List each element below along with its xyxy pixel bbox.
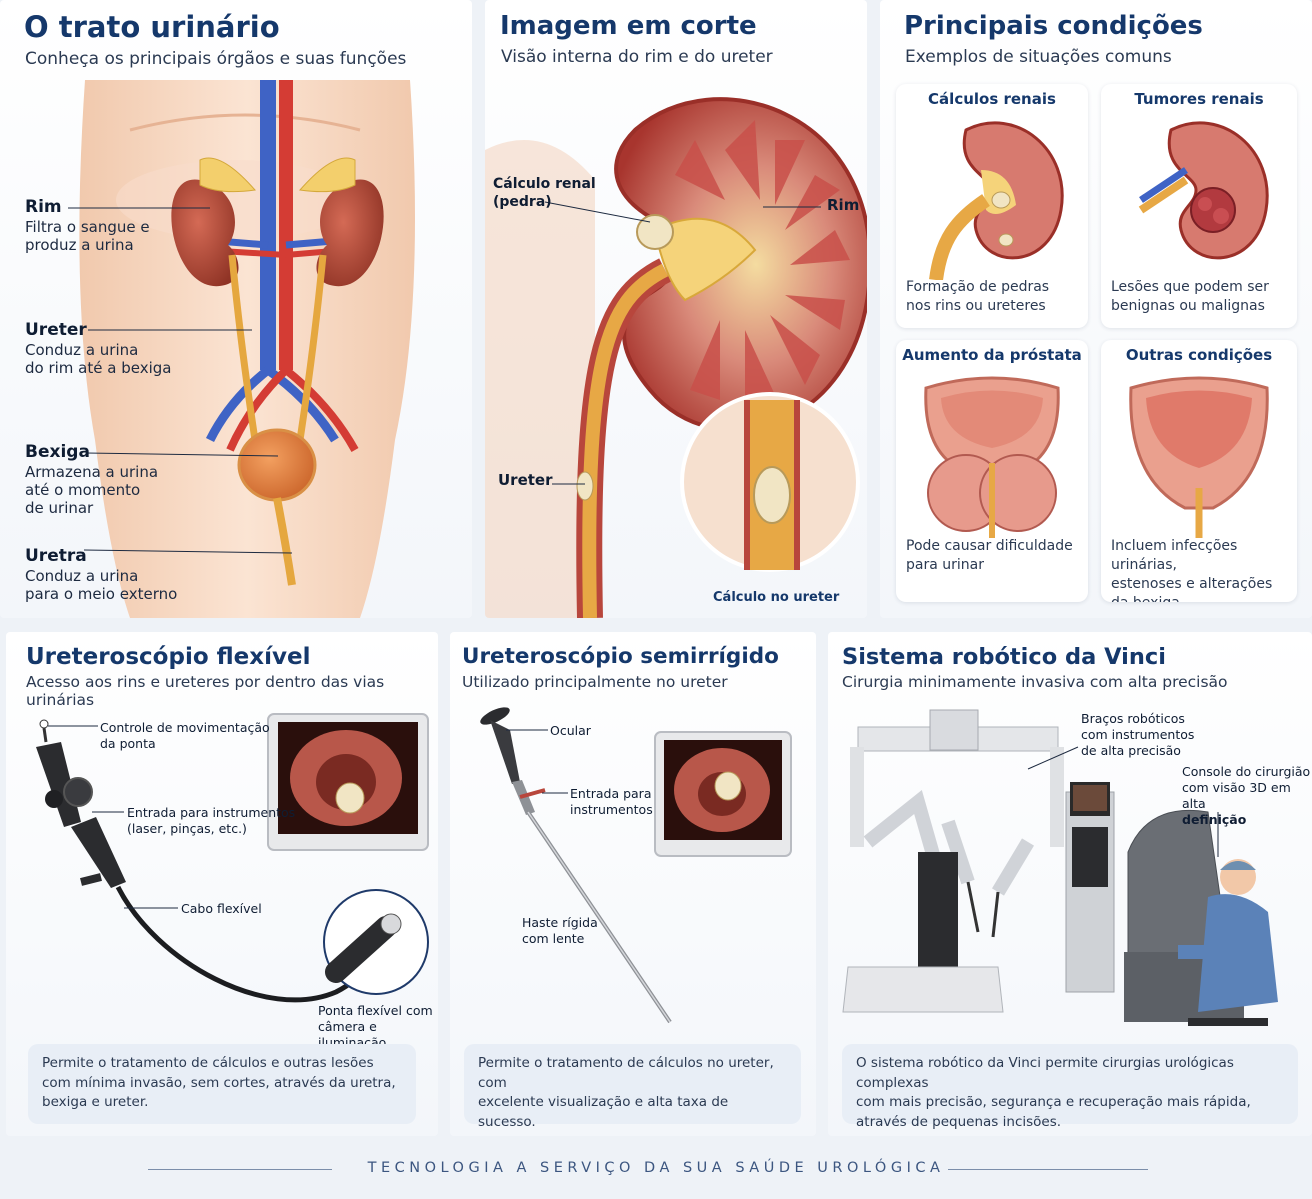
label-rim-desc: Filtra o sangue e produz a urina bbox=[25, 218, 150, 254]
panel2-title: Imagem em corte bbox=[500, 11, 757, 41]
label-console-bold: definição bbox=[1182, 812, 1247, 827]
panel-main-conditions: Principais condições Exemplos de situaçõ… bbox=[880, 0, 1312, 618]
panel-urinary-tract: O trato urinário Conheça os principais ó… bbox=[0, 0, 472, 618]
footer-tagline: TECNOLOGIA A SERVIÇO DA SUA SAÚDE UROLÓG… bbox=[367, 1160, 945, 1176]
semirigid-ureteroscope-illustration bbox=[480, 707, 792, 1024]
label-entrada-instrumentos: Entrada para instrumentos (laser, pinças… bbox=[127, 805, 296, 836]
panel3-subtitle: Exemplos de situações comuns bbox=[905, 47, 1172, 67]
label-bexiga-name: Bexiga bbox=[25, 442, 90, 462]
panel5-note: Permite o tratamento de cálculos no uret… bbox=[464, 1044, 801, 1130]
panel-cross-section: Imagem em corte Visão interna do rim e d… bbox=[485, 0, 867, 618]
label-controle-movimentacao: Controle de movimentação da ponta bbox=[100, 720, 270, 751]
label-ocular: Ocular bbox=[550, 723, 591, 738]
label-uretra-desc: Conduz a urina para o meio externo bbox=[25, 567, 178, 603]
panel-flexible-ureteroscope: Ureteroscópio flexível Acesso aos rins e… bbox=[6, 632, 438, 1136]
card-calculos-renais-desc: Formação de pedras nos rins ou ureteres bbox=[906, 279, 1050, 314]
panel4-subtitle: Acesso aos rins e ureteres por dentro da… bbox=[26, 673, 385, 709]
panel-semirigid-ureteroscope: Ureteroscópio semirrígido Utilizado prin… bbox=[450, 632, 816, 1136]
label-rim-name: Rim bbox=[25, 197, 62, 217]
label-console-text: Console do cirurgião com visão 3D em alt… bbox=[1182, 764, 1311, 811]
kidney-tumor-icon bbox=[1138, 121, 1269, 260]
label-bracos-roboticos: Braços robóticos com instrumentos de alt… bbox=[1081, 711, 1195, 758]
card-tumores-renais-desc: Lesões que podem ser benignas ou maligna… bbox=[1111, 279, 1269, 314]
da-vinci-robot-illustration bbox=[842, 709, 1278, 1026]
panel6-note: O sistema robótico da Vinci permite ciru… bbox=[842, 1044, 1298, 1130]
kidney-cross-section-illustration bbox=[485, 97, 867, 618]
label-ureter-section: Ureter bbox=[498, 471, 553, 489]
label-calculo-renal: Cálculo renal (pedra) bbox=[493, 176, 596, 210]
label-cabo-flexivel: Cabo flexível bbox=[181, 901, 262, 916]
panel2-subtitle: Visão interna do rim e do ureter bbox=[501, 47, 773, 67]
footer-line-right bbox=[948, 1169, 1148, 1170]
card-calculos-renais: Cálculos renais Formação de pedras nos r… bbox=[896, 84, 1088, 328]
label-uretra-name: Uretra bbox=[25, 546, 87, 566]
card-aumento-prostata-desc: Pode causar dificuldade para urinar bbox=[906, 538, 1073, 573]
label-entrada-instrumentos-semi: Entrada para instrumentos bbox=[570, 786, 653, 817]
panel5-title: Ureteroscópio semirrígido bbox=[462, 644, 779, 669]
footer-line-left bbox=[148, 1169, 332, 1170]
panel5-subtitle: Utilizado principalmente no ureter bbox=[462, 673, 728, 691]
card-outras-condicoes-title: Outras condições bbox=[1125, 346, 1273, 364]
card-tumores-renais-title: Tumores renais bbox=[1134, 90, 1264, 108]
panel4-note: Permite o tratamento de cálculos e outra… bbox=[28, 1044, 416, 1124]
panel1-title: O trato urinário bbox=[24, 10, 280, 44]
card-outras-condicoes-desc: Incluem infecções urinárias, estenoses e… bbox=[1111, 538, 1273, 602]
flexible-ureteroscope-illustration bbox=[36, 713, 429, 1003]
label-ureter-name: Ureter bbox=[25, 320, 87, 340]
panel6-subtitle: Cirurgia minimamente invasiva com alta p… bbox=[842, 673, 1228, 691]
card-outras-condicoes: Outras condições Incluem infecções uriná… bbox=[1101, 340, 1297, 602]
kidney-stone-icon bbox=[929, 121, 1064, 280]
bladder-icon bbox=[1129, 376, 1269, 538]
panel6-title: Sistema robótico da Vinci bbox=[842, 644, 1166, 670]
card-aumento-prostata-title: Aumento da próstata bbox=[902, 346, 1082, 364]
panel1-subtitle: Conheça os principais órgãos e suas funç… bbox=[25, 49, 407, 69]
prostate-icon bbox=[924, 376, 1060, 538]
label-bexiga-desc: Armazena a urina até o momento de urinar bbox=[25, 463, 159, 517]
panel-da-vinci: Sistema robótico da Vinci Cirurgia minim… bbox=[828, 632, 1312, 1136]
label-haste-rigida: Haste rígida com lente bbox=[522, 915, 598, 946]
label-console-cirurgiao: Console do cirurgião com visão 3D em alt… bbox=[1182, 764, 1312, 828]
panel4-title: Ureteroscópio flexível bbox=[26, 644, 311, 670]
card-calculos-renais-title: Cálculos renais bbox=[928, 90, 1056, 108]
card-tumores-renais: Tumores renais Lesões que podem ser beni… bbox=[1101, 84, 1297, 328]
urinary-tract-illustration bbox=[68, 80, 415, 618]
panel3-title: Principais condições bbox=[904, 11, 1203, 41]
label-calculo-ureter: Cálculo no ureter bbox=[713, 590, 840, 605]
label-ureter-desc: Conduz a urina do rim até a bexiga bbox=[25, 341, 172, 377]
card-aumento-prostata: Aumento da próstata Pode causar dificuld… bbox=[896, 340, 1088, 602]
label-rim-section: Rim bbox=[827, 196, 860, 214]
